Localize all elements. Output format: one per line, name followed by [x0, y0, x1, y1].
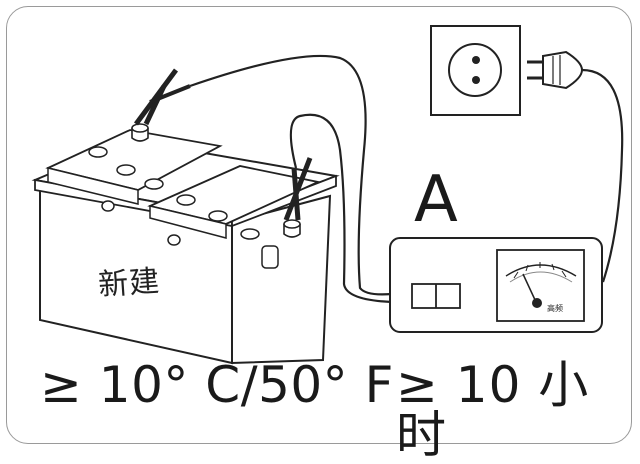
mains-cable — [581, 68, 624, 283]
charging-illustration — [31, 25, 624, 365]
temperature-requirement: ≥ 10° C/50° F — [40, 356, 394, 414]
right-clamp-icon — [283, 157, 313, 221]
wall-socket-icon — [430, 25, 521, 116]
positive-cable — [289, 113, 393, 304]
diagram-frame — [6, 6, 632, 444]
negative-cable — [189, 54, 393, 296]
left-clamp-icon — [133, 68, 191, 126]
battery-icon — [31, 123, 340, 365]
gauge-label: 高频 — [547, 304, 563, 313]
power-plug-icon — [527, 50, 584, 90]
charger-icon — [389, 237, 603, 333]
charging-duration: ≥ 10 小时 — [396, 356, 590, 464]
charger-label: A — [414, 163, 458, 237]
battery-label: 新建 — [97, 263, 162, 304]
